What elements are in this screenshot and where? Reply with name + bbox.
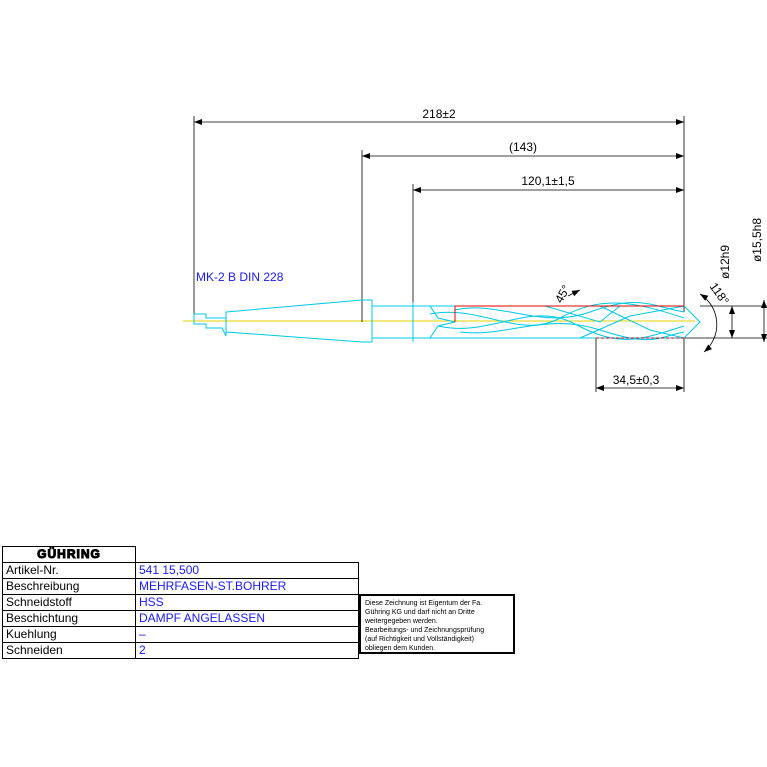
- row-value: –: [135, 626, 359, 643]
- guehring-logo: GÜHRING: [2, 546, 136, 563]
- dim-chamfer-angle: 45°: [552, 282, 573, 305]
- dim-flute-length: 34,5±0,3: [613, 373, 660, 387]
- row-value: 541 15,500: [135, 562, 359, 579]
- row-label: Beschreibung: [2, 578, 136, 595]
- note-line: Diese Zeichnung ist Eigentum der Fa.: [365, 600, 483, 607]
- dimension-lines: [194, 119, 767, 391]
- row-value: HSS: [135, 594, 359, 611]
- tang: [193, 313, 227, 337]
- note-line: weitergegeben werden.: [365, 618, 438, 625]
- red-highlight-lines: [454, 305, 684, 339]
- row-label: Kuehlung: [2, 626, 136, 643]
- table-row: Kuehlung –: [2, 626, 359, 643]
- dim-taper-to-tip: (143): [509, 140, 537, 154]
- row-label: Schneiden: [2, 642, 136, 659]
- table-row: Schneidstoff HSS: [2, 594, 359, 611]
- dim-dia-small: ø12h9: [718, 245, 732, 279]
- note-line: obliegen dem Kunden.: [365, 645, 436, 652]
- note-line: Gühring KG und darf nicht an Dritte: [365, 609, 475, 616]
- dim-body-length: 120,1±1,5: [521, 174, 575, 188]
- row-label: Beschichtung: [2, 610, 136, 627]
- flute-3: [454, 302, 685, 319]
- table-row: Beschichtung DAMPF ANGELASSEN: [2, 610, 359, 627]
- table-logo-row: GÜHRING: [2, 546, 359, 563]
- row-value: 2: [135, 642, 359, 659]
- dim-dia-large: ø15,5h8: [750, 218, 764, 262]
- note-line: Bearbeitungs- und Zeichnungsprüfung: [365, 627, 485, 634]
- shank-label: MK-2 B DIN 228: [196, 270, 284, 284]
- row-label: Artikel-Nr.: [2, 562, 136, 579]
- table-row: Artikel-Nr. 541 15,500: [2, 562, 359, 579]
- note-line: (auf Richtigkeit und Vollständigkeit): [365, 636, 474, 643]
- flute-4: [459, 323, 685, 341]
- ownership-note: Diese Zeichnung ist Eigentum der Fa. Güh…: [359, 594, 515, 654]
- title-block-table: GÜHRING Artikel-Nr. 541 15,500 Beschreib…: [2, 546, 359, 659]
- row-value: MEHRFASEN-ST.BOHRER: [135, 578, 359, 595]
- dim-total-length: 218±2: [422, 107, 456, 121]
- flute-2: [437, 315, 685, 340]
- table-row: Schneiden 2: [2, 642, 359, 659]
- row-label: Schneidstoff: [2, 594, 136, 611]
- row-value: DAMPF ANGELASSEN: [135, 610, 359, 627]
- extension-lines: [193, 116, 767, 392]
- dim-arc-point-angle: [699, 293, 718, 353]
- table-row: Beschreibung MEHRFASEN-ST.BOHRER: [2, 578, 359, 595]
